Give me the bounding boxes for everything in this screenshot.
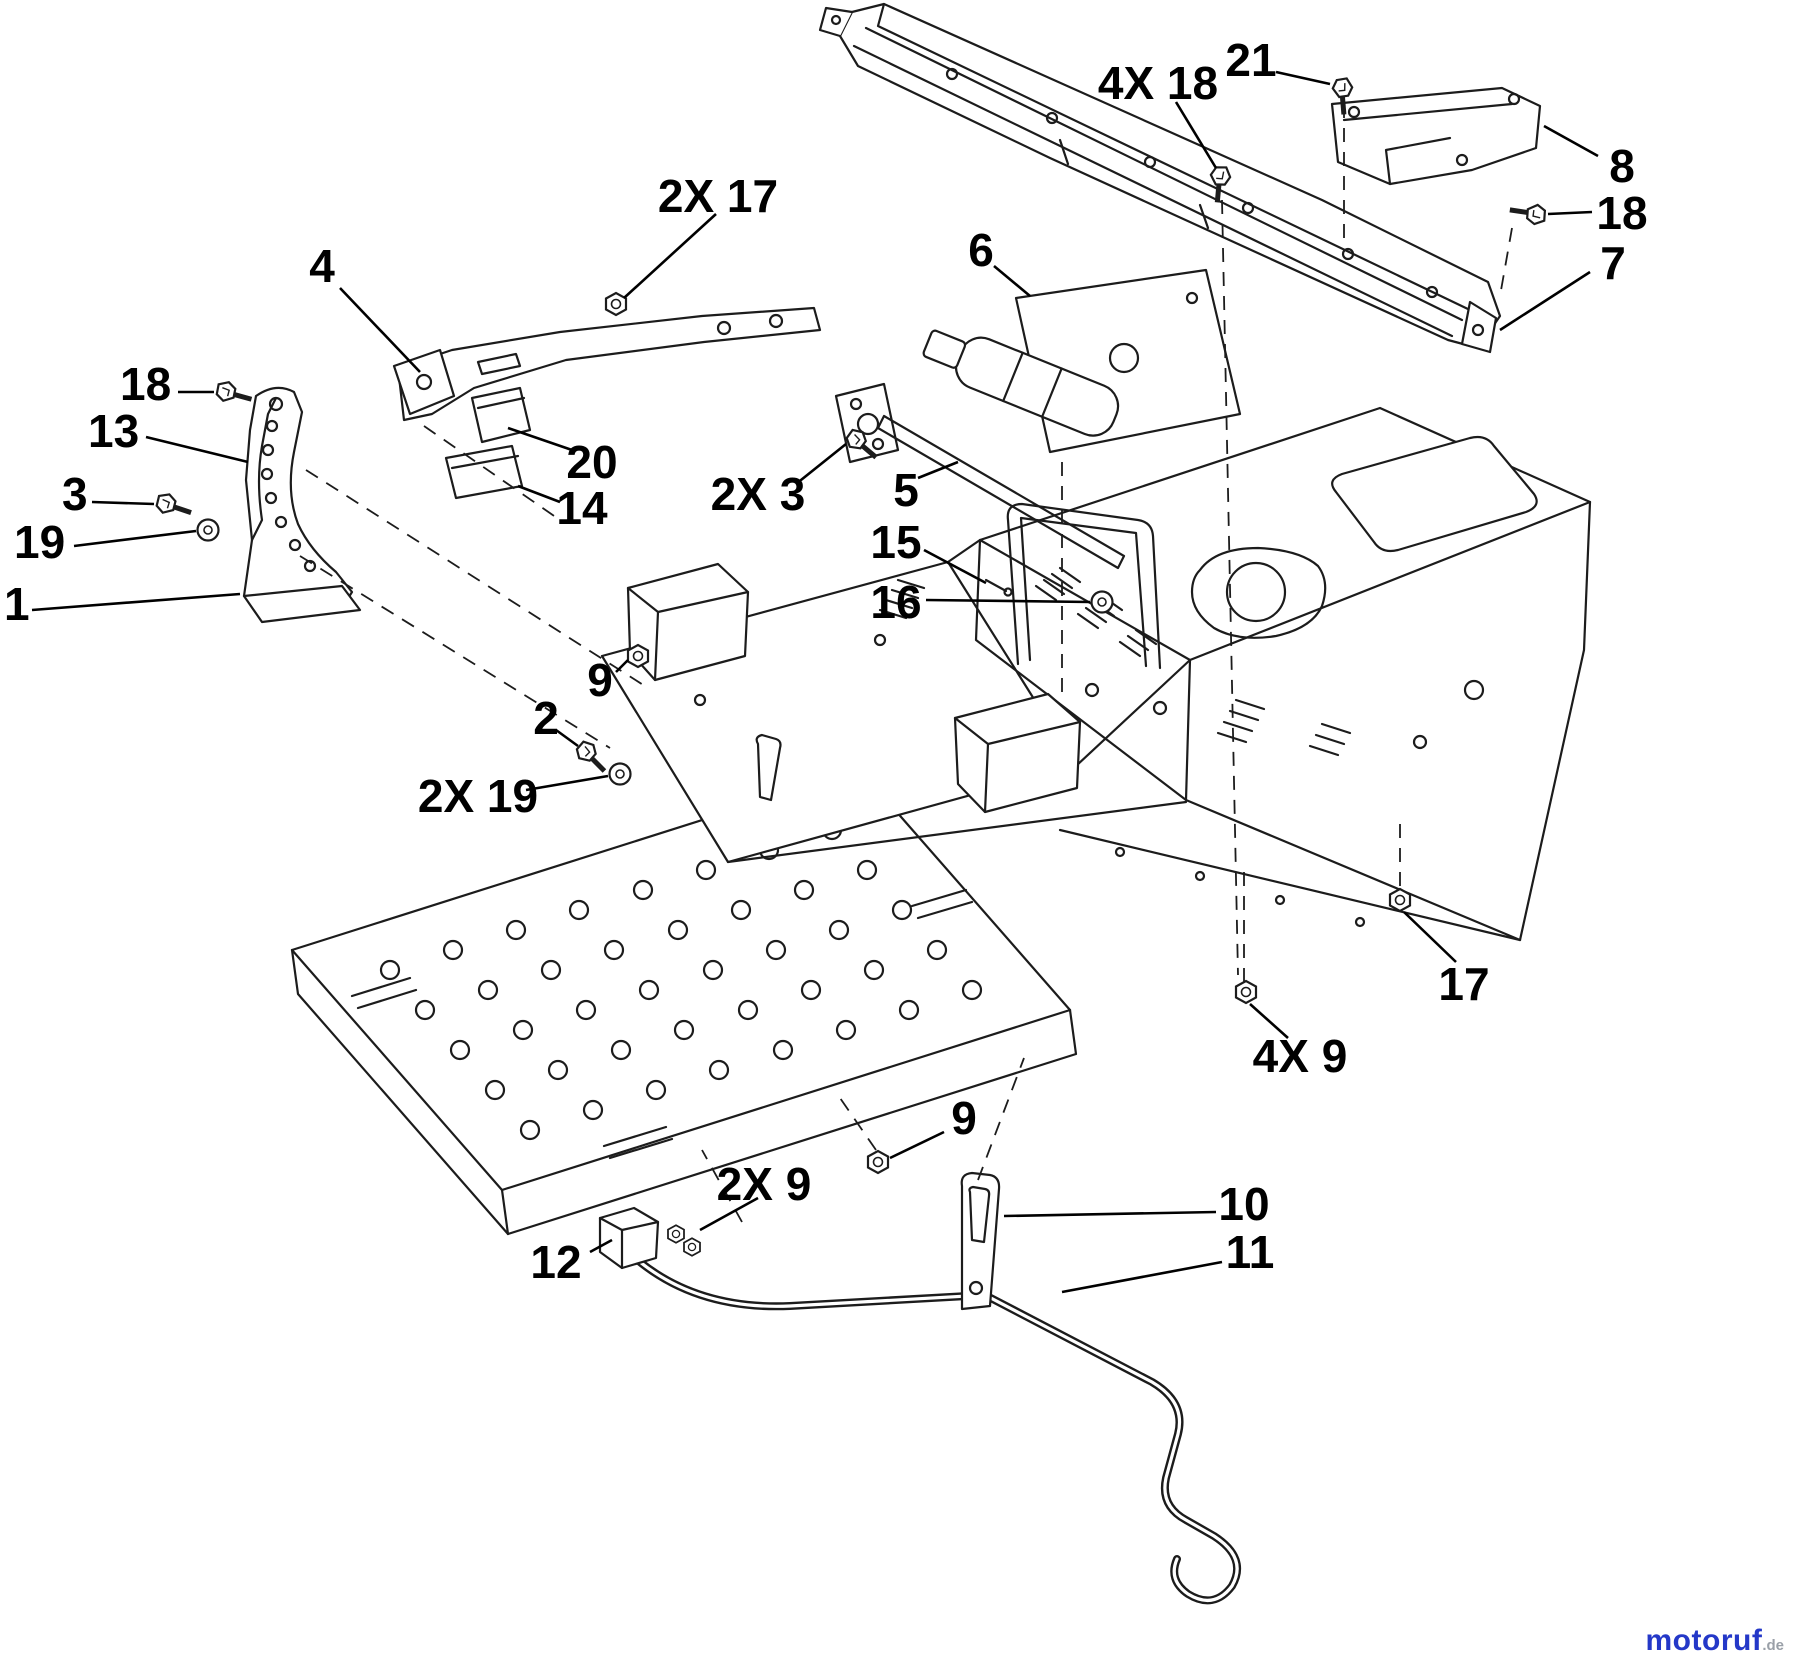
leader-3: [91, 500, 155, 506]
pin-15: [984, 578, 1013, 597]
callout-part-2x19: 2X 19: [418, 770, 538, 822]
callout-part-3: 3: [62, 468, 88, 520]
callout-part-21: 21: [1225, 34, 1276, 86]
leader-11: [1061, 1260, 1223, 1294]
callout-part-2x17: 2X 17: [658, 170, 778, 222]
nut-9-mid-icon: [626, 643, 650, 669]
leader-6: [993, 265, 1031, 297]
leader-20: [507, 426, 573, 452]
callout-part-9-bottom: 9: [951, 1092, 977, 1144]
floor-pan: [290, 768, 1078, 1236]
callout-part-9-mid: 9: [587, 654, 613, 706]
watermark: motoruf.de: [1646, 1624, 1785, 1658]
vent-slots: [878, 578, 1352, 757]
part-14-pad: [444, 444, 524, 500]
lift-handle: [1006, 502, 1162, 670]
callout-part-4x9: 4X 9: [1253, 1030, 1348, 1082]
nut-4x9-icon: [1234, 979, 1258, 1005]
callout-part-5: 5: [893, 464, 919, 516]
grip-hatching: [1034, 566, 1158, 658]
leader-10: [1003, 1210, 1217, 1218]
nut-9-bottom-icon: [866, 1149, 890, 1175]
main-frame: [600, 406, 1592, 942]
callout-part-19: 19: [14, 516, 65, 568]
projection-lines: [299, 104, 1513, 1223]
part-13-console-bracket: [242, 386, 362, 624]
leader-8: [1543, 124, 1599, 158]
callout-part-18-right: 18: [1596, 187, 1647, 239]
leader-18-right: [1547, 210, 1593, 216]
leader-2x19: [525, 774, 609, 792]
leader-4x18: [1174, 101, 1218, 169]
leader-4x9: [1249, 1003, 1289, 1039]
callout-part-12: 12: [530, 1236, 581, 1288]
callout-part-4x18: 4X 18: [1098, 57, 1218, 109]
leader-15: [923, 548, 987, 585]
leader-9-bottom: [889, 1130, 945, 1160]
nut-2x17-icon: [604, 291, 628, 317]
callout-part-2: 2: [533, 692, 559, 744]
callout-part-6: 6: [968, 224, 994, 276]
callout-part-8: 8: [1609, 140, 1635, 192]
bolt-18-left-icon: [216, 381, 253, 403]
washer-2x19-icon: [608, 762, 632, 786]
leader-1: [31, 592, 241, 612]
nut-2x9-a-icon: [667, 1224, 685, 1244]
leader-19: [73, 529, 197, 548]
nut-17-icon: [1388, 887, 1412, 913]
bolt-2-icon: [573, 739, 613, 775]
bolt-18-right-icon: [1510, 205, 1546, 225]
callout-part-7: 7: [1600, 237, 1626, 289]
watermark-brand: motoruf: [1645, 1624, 1763, 1657]
callout-part-14: 14: [556, 482, 608, 534]
leader-lines: [31, 70, 1599, 1294]
watermark-tld: .de: [1762, 1637, 1784, 1654]
leader-12: [589, 1238, 613, 1254]
leader-9-mid: [615, 659, 629, 673]
washer-16-icon: [1090, 590, 1114, 614]
callout-part-16: 16: [870, 576, 921, 628]
part-8-mount-plate: [1330, 86, 1542, 186]
callout-part-1: 1: [4, 578, 30, 630]
callout-part-4: 4: [309, 240, 335, 292]
part-20-strap: [470, 386, 532, 444]
callout-part-2x3: 2X 3: [711, 468, 806, 520]
leader-21: [1275, 70, 1331, 86]
leader-2: [555, 728, 579, 748]
part-10-bracket: [960, 1171, 1001, 1311]
callout-part-15: 15: [870, 516, 921, 568]
part-7-rear-frame-channel: [818, 2, 1502, 354]
leader-2x3: [795, 442, 847, 486]
part-11-rod: [636, 1258, 1242, 1605]
leader-2x17: [623, 213, 717, 299]
part-6-plate-solenoid: [922, 268, 1242, 454]
callout-part-18-left: 18: [120, 358, 171, 410]
washer-19-icon: [196, 518, 220, 542]
callout-part-17-right: 17: [1438, 958, 1489, 1010]
leader-16: [925, 598, 1091, 604]
leader-2x9: [699, 1196, 759, 1232]
callout-part-20: 20: [566, 436, 617, 488]
leader-13: [145, 435, 249, 464]
leader-14: [517, 484, 561, 504]
part-1-foot: [242, 584, 362, 624]
leader-4: [339, 287, 421, 373]
callout-part-2x9: 2X 9: [717, 1158, 812, 1210]
leader-7: [1499, 270, 1591, 332]
bolt-3-icon: [156, 493, 193, 517]
callout-part-10: 10: [1218, 1178, 1269, 1230]
leader-5: [917, 460, 959, 480]
callout-part-13: 13: [88, 405, 139, 457]
callout-part-11: 11: [1226, 1226, 1275, 1278]
part-12-latch-block: [598, 1206, 660, 1270]
leader-17-right: [1403, 911, 1457, 963]
nut-2x9-b-icon: [683, 1237, 701, 1257]
part-4-support-arm: [392, 306, 822, 422]
callout-labels: 4 2X 17 6 4X 18 21 8 18 7 18 13 3 19 1 2…: [4, 34, 1648, 1288]
